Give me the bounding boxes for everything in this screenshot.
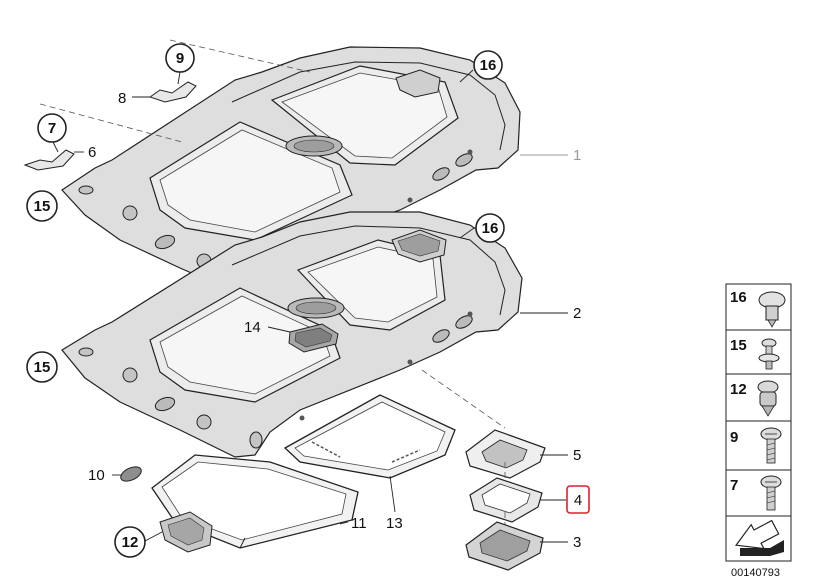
lamp-housing-3 — [465, 521, 544, 571]
svg-text:15: 15 — [34, 359, 51, 376]
callout-15-top: 15 — [26, 190, 58, 222]
leader-lines — [52, 69, 568, 543]
headliner-top — [61, 46, 521, 293]
guide-lines — [39, 39, 506, 524]
svg-text:7: 7 — [48, 120, 56, 137]
reference-code: 00140793 — [731, 567, 780, 579]
panel-label-7: 7 — [730, 477, 738, 494]
bracket-6 — [23, 149, 75, 171]
expanding-nut-icon — [757, 380, 779, 417]
svg-text:15: 15 — [34, 198, 51, 215]
label-14: 14 — [244, 319, 261, 336]
trim-ring-4 — [469, 477, 543, 523]
panel-label-15: 15 — [730, 337, 747, 354]
svg-text:16: 16 — [480, 57, 497, 74]
callout-16-bottom: 16 — [475, 213, 505, 243]
label-11: 11 — [351, 515, 367, 532]
callout-15-bottom: 15 — [26, 351, 58, 383]
bracket-8 — [148, 81, 197, 103]
svg-text:12: 12 — [122, 534, 139, 551]
clip-10 — [120, 466, 142, 482]
callout-12: 12 — [114, 526, 146, 558]
screw-icon — [760, 427, 782, 464]
callout-9: 9 — [165, 43, 195, 73]
svg-text:16: 16 — [482, 220, 499, 237]
svg-text:9: 9 — [176, 50, 184, 67]
label-8: 8 — [118, 90, 126, 107]
svg-text:4: 4 — [574, 492, 582, 509]
label-6: 6 — [88, 144, 96, 161]
rivet-icon — [758, 338, 780, 370]
panel-label-16: 16 — [730, 289, 747, 306]
screw-icon — [760, 475, 782, 511]
cover-12 — [159, 511, 213, 553]
label-2: 2 — [573, 305, 581, 322]
panel-label-12: 12 — [730, 381, 747, 398]
roof-console — [288, 323, 339, 353]
label-1: 1 — [573, 147, 581, 164]
push-clip-icon — [758, 291, 786, 328]
label-3: 3 — [573, 534, 581, 551]
label-10: 10 — [88, 467, 105, 484]
sunshade-frame-13 — [283, 394, 456, 479]
callout-16-top: 16 — [473, 50, 503, 80]
fastener-panel: 16 15 12 9 7 — [725, 283, 792, 562]
direction-arrow-icon — [734, 519, 784, 556]
callout-7: 7 — [37, 113, 67, 143]
frame-5 — [465, 429, 546, 479]
label-13: 13 — [386, 515, 403, 532]
label-5: 5 — [573, 447, 581, 464]
panel-label-9: 9 — [730, 429, 738, 446]
highlighted-part-4[interactable]: 4 — [566, 485, 590, 514]
